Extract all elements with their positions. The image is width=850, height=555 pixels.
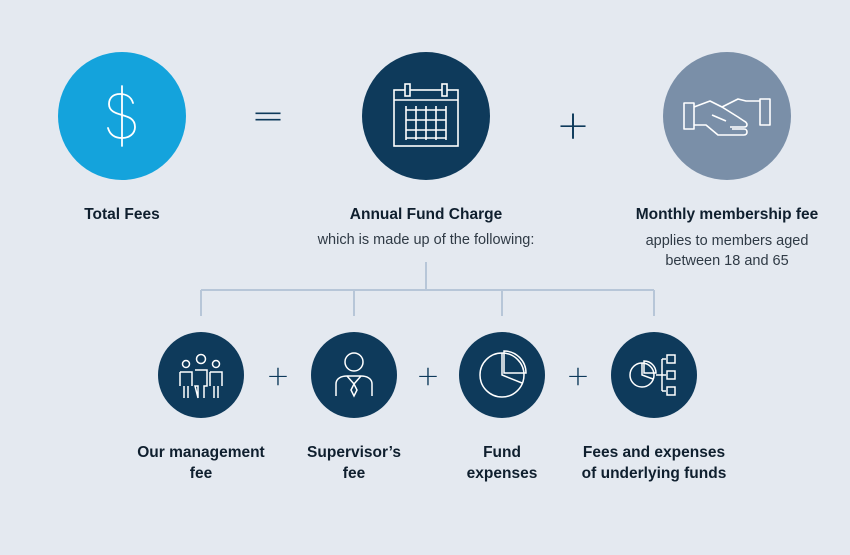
membership-fee-circle	[663, 52, 791, 180]
plus-sign-1: +	[266, 359, 290, 392]
underlying-funds-line1: Fees and expenses	[582, 444, 726, 461]
pie-chart-icon	[479, 350, 527, 398]
calendar-icon	[393, 83, 459, 147]
pie-list-icon	[629, 354, 676, 396]
management-fee-label: Our management fee	[121, 442, 281, 484]
handshake-icon	[683, 98, 771, 136]
annual-fund-charge-label: Annual Fund Charge	[349, 206, 503, 223]
management-fee-circle	[158, 332, 244, 418]
people-group-icon	[179, 353, 223, 399]
plus-sign-3: +	[566, 359, 590, 392]
annual-fund-charge-sub: which is made up of the following:	[317, 232, 535, 248]
supervisor-fee-line2: fee	[342, 465, 366, 482]
underlying-funds-line2: of underlying funds	[581, 465, 727, 482]
membership-fee-sub-line1: applies to members aged	[645, 233, 809, 249]
total-fees-label: Total Fees	[84, 206, 160, 223]
membership-fee-sub-line2: between 18 and 65	[665, 253, 789, 269]
membership-fee-label: Monthly membership fee	[635, 206, 819, 223]
total-fees-circle	[58, 52, 186, 180]
supervisor-fee-circle	[311, 332, 397, 418]
fund-expenses-line2: expenses	[466, 465, 538, 482]
equals-sign: =	[251, 93, 285, 139]
supervisor-fee-label: Supervisor’s fee	[284, 442, 424, 484]
management-fee-line2: fee	[189, 465, 213, 482]
underlying-funds-circle	[611, 332, 697, 418]
annual-fund-charge-circle	[362, 52, 490, 180]
supervisor-icon	[335, 352, 373, 398]
dollar-icon	[107, 85, 136, 147]
plus-sign-top: +	[556, 103, 590, 149]
fund-expenses-circle	[459, 332, 545, 418]
supervisor-fee-line1: Supervisor’s	[307, 444, 401, 461]
fund-expenses-label: Fund expenses	[432, 442, 572, 484]
fund-expenses-line1: Fund	[483, 444, 521, 461]
management-fee-line1: Our management	[137, 444, 265, 461]
plus-sign-2: +	[416, 359, 440, 392]
underlying-funds-label: Fees and expenses of underlying funds	[569, 442, 739, 484]
